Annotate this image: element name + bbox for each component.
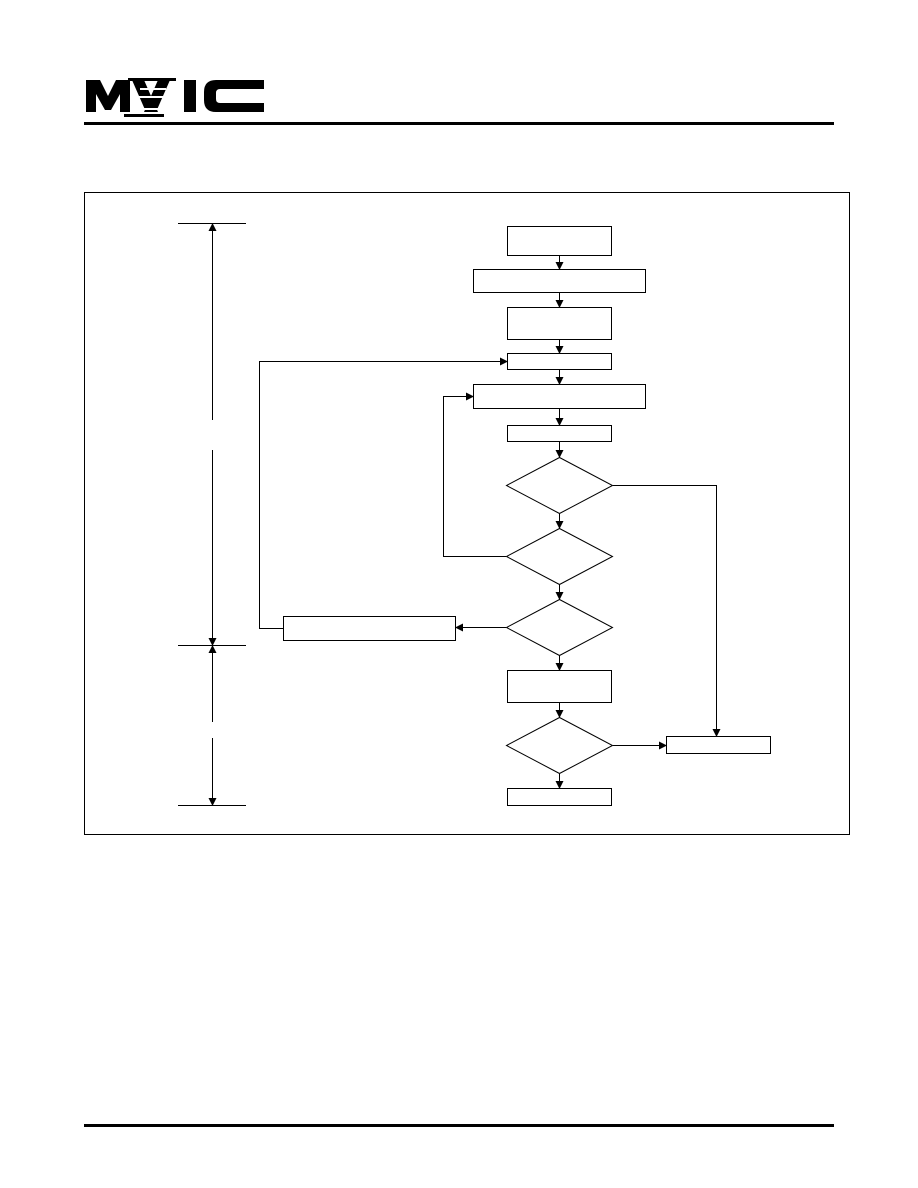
end-box bbox=[507, 788, 612, 806]
header-rule bbox=[84, 122, 834, 125]
decision1-diamond bbox=[505, 456, 614, 515]
phase-dimension-lines bbox=[178, 223, 246, 806]
step1-box bbox=[473, 269, 646, 293]
logo-letter-c bbox=[204, 80, 264, 112]
logo-letter-i bbox=[184, 80, 196, 112]
flow-connectors bbox=[259, 256, 721, 789]
decision4-diamond bbox=[505, 716, 614, 775]
step4-box bbox=[473, 384, 646, 409]
step3-box bbox=[507, 353, 612, 370]
mxic-logo bbox=[86, 78, 264, 117]
footer-rule bbox=[84, 1124, 834, 1127]
loop-box bbox=[283, 616, 456, 641]
logo-letter-x bbox=[124, 78, 176, 117]
step6-box bbox=[507, 670, 612, 703]
step5-box bbox=[507, 425, 612, 442]
diagram-frame bbox=[84, 192, 850, 835]
decision2-diamond bbox=[505, 527, 614, 586]
logo-letter-m bbox=[86, 80, 130, 112]
fail-box bbox=[666, 736, 771, 754]
decision3-diamond bbox=[505, 598, 614, 657]
start-box bbox=[507, 226, 612, 256]
step2-box bbox=[507, 307, 612, 340]
